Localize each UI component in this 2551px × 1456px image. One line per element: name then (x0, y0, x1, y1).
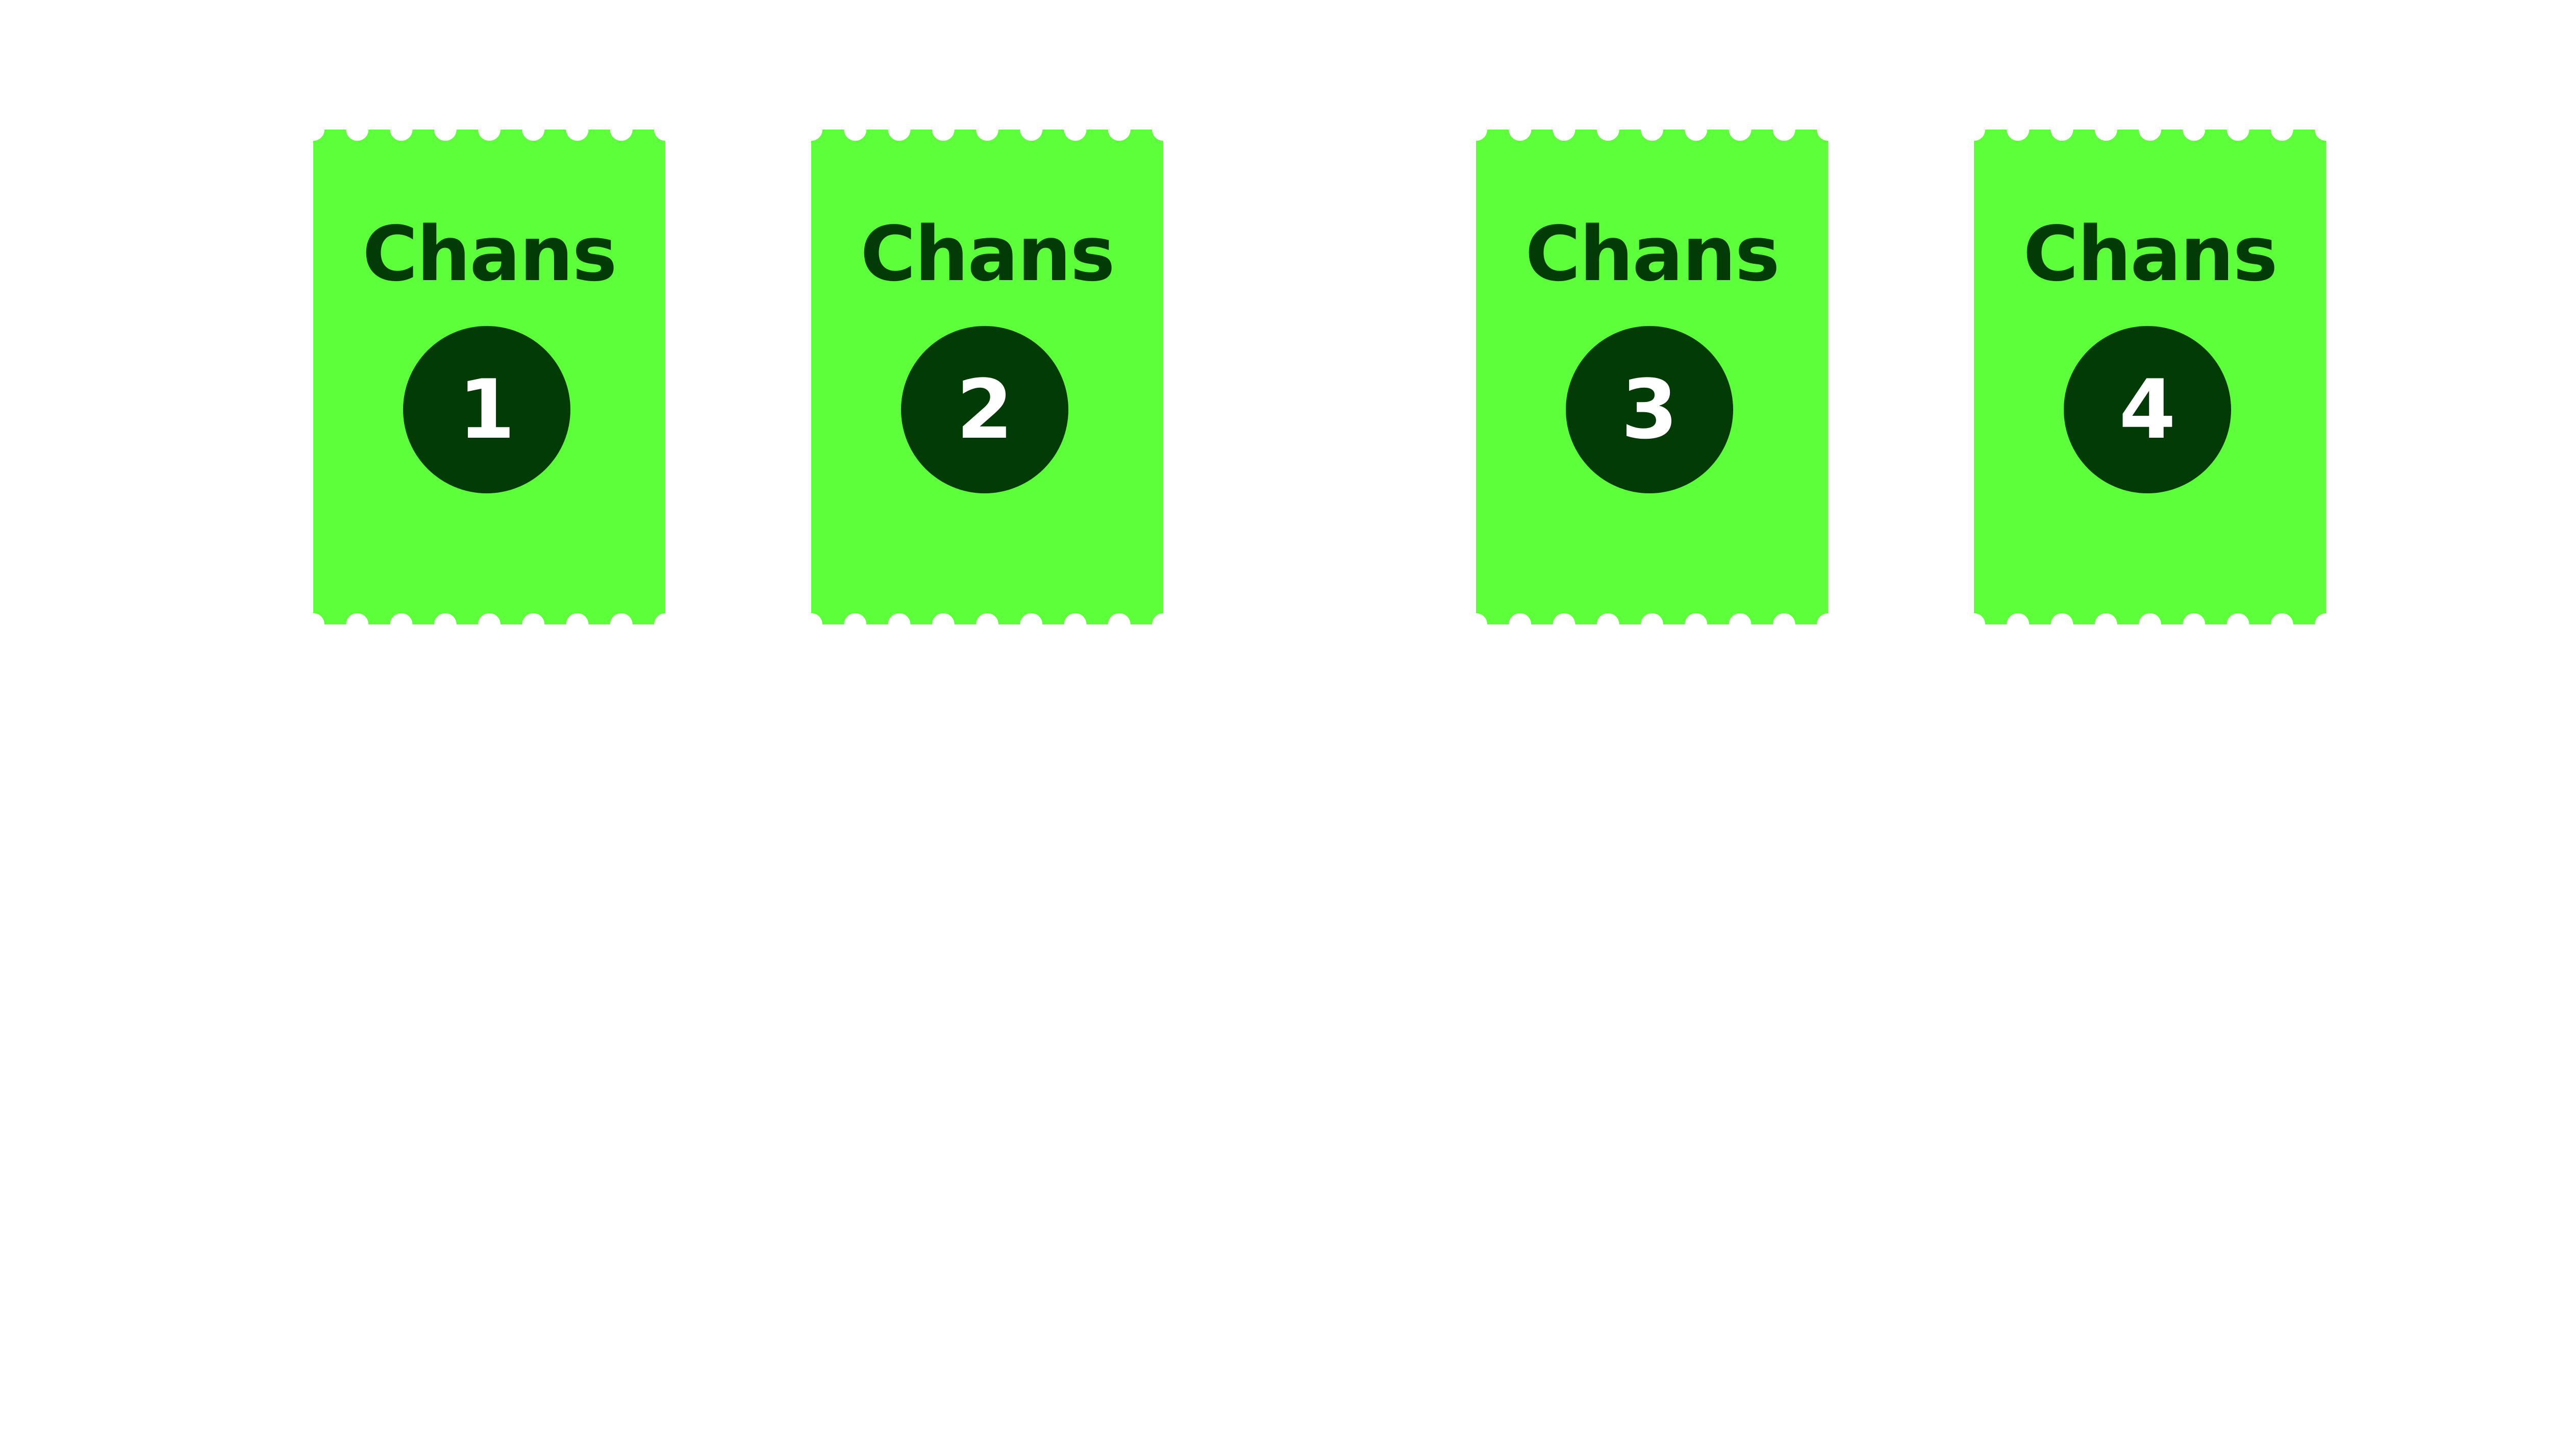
ticket-scallop (1020, 118, 1043, 141)
ticket-scallop (313, 118, 324, 141)
ticket-scallop (1152, 613, 1163, 636)
ticket-scallop (976, 613, 998, 636)
ticket-scallop (2050, 118, 2073, 141)
ticket-scallop (1729, 613, 1752, 636)
ticket-4-badge: 4 (2064, 326, 2231, 493)
ticket-scallop (2094, 613, 2117, 636)
ticket-scallop (434, 118, 457, 141)
ticket-scallop (1596, 118, 1619, 141)
ticket-scallop (2183, 118, 2206, 141)
ticket-scallop (566, 613, 589, 636)
ticket-2-label: Chans (860, 210, 1115, 298)
ticket-scallop (654, 613, 665, 636)
ticket-scallop (1729, 118, 1752, 141)
ticket-scallop (390, 613, 413, 636)
ticket-scallop (2050, 613, 2073, 636)
ticket-scallop (1553, 613, 1575, 636)
ticket-scallop (1108, 613, 1131, 636)
ticket-scallop (1509, 118, 1532, 141)
ticket-scallop (610, 613, 633, 636)
ticket-scallop (478, 613, 501, 636)
ticket-scallop (522, 613, 545, 636)
ticket-scallop (932, 118, 955, 141)
ticket-3-number: 3 (1621, 362, 1678, 457)
ticket-scallop (654, 118, 665, 141)
ticket-scallop (844, 118, 867, 141)
ticket-scallop (1020, 613, 1043, 636)
ticket-scallop (478, 118, 501, 141)
ticket-4-number: 4 (2119, 362, 2176, 457)
ticket-scallop (1064, 118, 1087, 141)
ticket-scallop (2007, 613, 2030, 636)
ticket-scallop (1772, 613, 1795, 636)
ticket-scallop (1476, 118, 1487, 141)
ticket-scallop (390, 118, 413, 141)
ticket-scallop (1685, 118, 1708, 141)
ticket-scallop (1641, 613, 1663, 636)
ticket-scallop (1772, 118, 1795, 141)
ticket-scallop (566, 118, 589, 141)
ticket-scallop (1476, 613, 1487, 636)
ticket-scallop (2007, 118, 2030, 141)
ticket-scallop (1596, 613, 1619, 636)
ticket-scallop (1509, 613, 1532, 636)
ticket-scallop (434, 613, 457, 636)
ticket-scallop (1152, 118, 1163, 141)
ticket-scallop (1974, 118, 1985, 141)
ticket-scallop (1974, 613, 1985, 636)
ticket-1: Chans 1 (313, 109, 665, 645)
ticket-scallop (2315, 118, 2326, 141)
ticket-3: Chans 3 (1476, 109, 1828, 645)
ticket-scallop (888, 613, 911, 636)
ticket-3-shape (1476, 118, 1828, 636)
ticket-scallop (1641, 118, 1663, 141)
ticket-3-badge: 3 (1566, 326, 1733, 493)
ticket-scallop (1685, 613, 1708, 636)
ticket-scallop (2270, 118, 2293, 141)
ticket-scallop (1817, 613, 1828, 636)
ticket-scallop (932, 613, 955, 636)
ticket-scallop (2139, 613, 2161, 636)
ticket-scallop (346, 613, 369, 636)
ticket-scallop (1817, 118, 1828, 141)
ticket-2-number: 2 (956, 362, 1013, 457)
ticket-scallop (2227, 613, 2249, 636)
ticket-4: Chans 4 (1974, 109, 2326, 645)
ticket-1-badge: 1 (403, 326, 570, 493)
ticket-scallop (844, 613, 867, 636)
ticket-scallop (2270, 613, 2293, 636)
ticket-scallop (976, 118, 998, 141)
ticket-2: Chans 2 (811, 109, 1163, 645)
ticket-scallop (610, 118, 633, 141)
ticket-scallop (811, 118, 822, 141)
ticket-4-label: Chans (2023, 210, 2278, 298)
ticket-3-label: Chans (1525, 210, 1780, 298)
ticket-1-shape (313, 118, 665, 636)
ticket-2-badge: 2 (901, 326, 1068, 493)
ticket-scallop (2227, 118, 2249, 141)
ticket-scallop (811, 613, 822, 636)
ticket-scallop (1553, 118, 1575, 141)
ticket-scallop (522, 118, 545, 141)
ticket-scallop (888, 118, 911, 141)
ticket-1-number: 1 (458, 362, 515, 457)
ticket-scallop (2183, 613, 2206, 636)
ticket-scallop (1064, 613, 1087, 636)
ticket-scallop (313, 613, 324, 636)
ticket-scallop (346, 118, 369, 141)
ticket-scallop (2315, 613, 2326, 636)
ticket-scallop (2139, 118, 2161, 141)
ticket-scallop (1108, 118, 1131, 141)
ticket-1-label: Chans (362, 210, 617, 298)
ticket-scallop (2094, 118, 2117, 141)
